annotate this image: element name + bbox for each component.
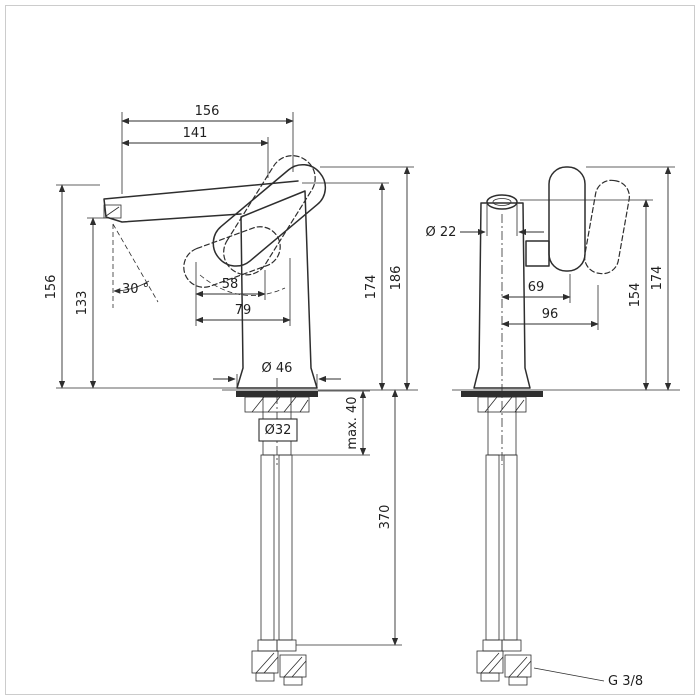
left-view-dimensions: 156 141 156 133 30 ° 58 79 Ø 46 [44,104,414,646]
hose-fitting [501,639,522,652]
dim-label-connection-thread: G 3/8 [608,674,643,689]
dim-label-height-to-spout: 174 [364,275,379,300]
spout-outlet-inner [492,198,512,206]
supply-hose [503,454,518,641]
supply-hose [485,454,500,641]
threaded-shank [487,396,517,456]
dim-label-spout-angle: 30 ° [122,282,149,297]
dim-label-lever-reach-outer: 79 [235,303,252,318]
aerator [103,204,122,219]
escutcheon [461,391,543,397]
dim-label-height-overall: 186 [389,266,404,291]
connector-end [508,676,528,686]
dim-label-shank-diameter: Ø32 [265,423,292,438]
shank-diameter-box [258,418,298,442]
handle-bridge [525,240,550,267]
dim-label-side-height-outer: 156 [44,275,59,300]
lever-handle-front-dashed [584,179,630,275]
escutcheon [236,391,318,397]
mounting-nut-hatch [484,396,525,413]
spout-outlet [486,194,518,210]
dim-label-base-diameter: Ø 46 [262,361,293,376]
hose-fitting [482,639,503,652]
lever-handle-raised-dashed [223,155,316,276]
spout [103,180,299,223]
hose-fitting [257,639,278,652]
lever-handle-lowered-dashed [183,226,281,288]
connector-end [480,672,500,682]
dim-label-outlet-diameter: Ø 22 [426,225,457,240]
right-view-dimensions: Ø 22 69 96 154 174 G 3/8 [426,166,675,689]
lever-handle-front [548,166,586,272]
connector-hatch [283,656,307,678]
dim-label-front-height-inner: 154 [628,283,643,308]
supply-hose [278,454,293,641]
dim-label-front-height-outer: 174 [650,266,665,291]
hose-fitting [276,639,297,652]
mounting-nut-hatch [251,396,309,413]
connector-hatch [480,652,504,674]
dim-label-max-mounting: max. 40 [345,396,360,449]
faucet-body [236,190,318,389]
right-view [452,166,680,686]
dim-label-front-offset-inner: 69 [528,280,545,295]
lever-handle [212,163,327,267]
dim-label-hose-length: 370 [378,505,393,530]
dim-label-front-offset-outer: 96 [542,307,559,322]
lever-rotation-arc [199,274,286,296]
connector-hatch [508,656,532,678]
faucet-body-front [473,202,531,389]
left-view [103,155,418,686]
supply-hose [260,454,275,641]
connector-end [283,676,303,686]
dim-label-side-height-inner: 133 [75,291,90,316]
dim-label-top-width-outer: 156 [195,104,220,119]
connector-hatch [255,652,279,674]
connector-end [255,672,275,682]
aerator-hatch [105,206,120,217]
dim-label-top-width-inner: 141 [183,126,208,141]
dim-label-lever-reach-inner: 58 [222,277,239,292]
